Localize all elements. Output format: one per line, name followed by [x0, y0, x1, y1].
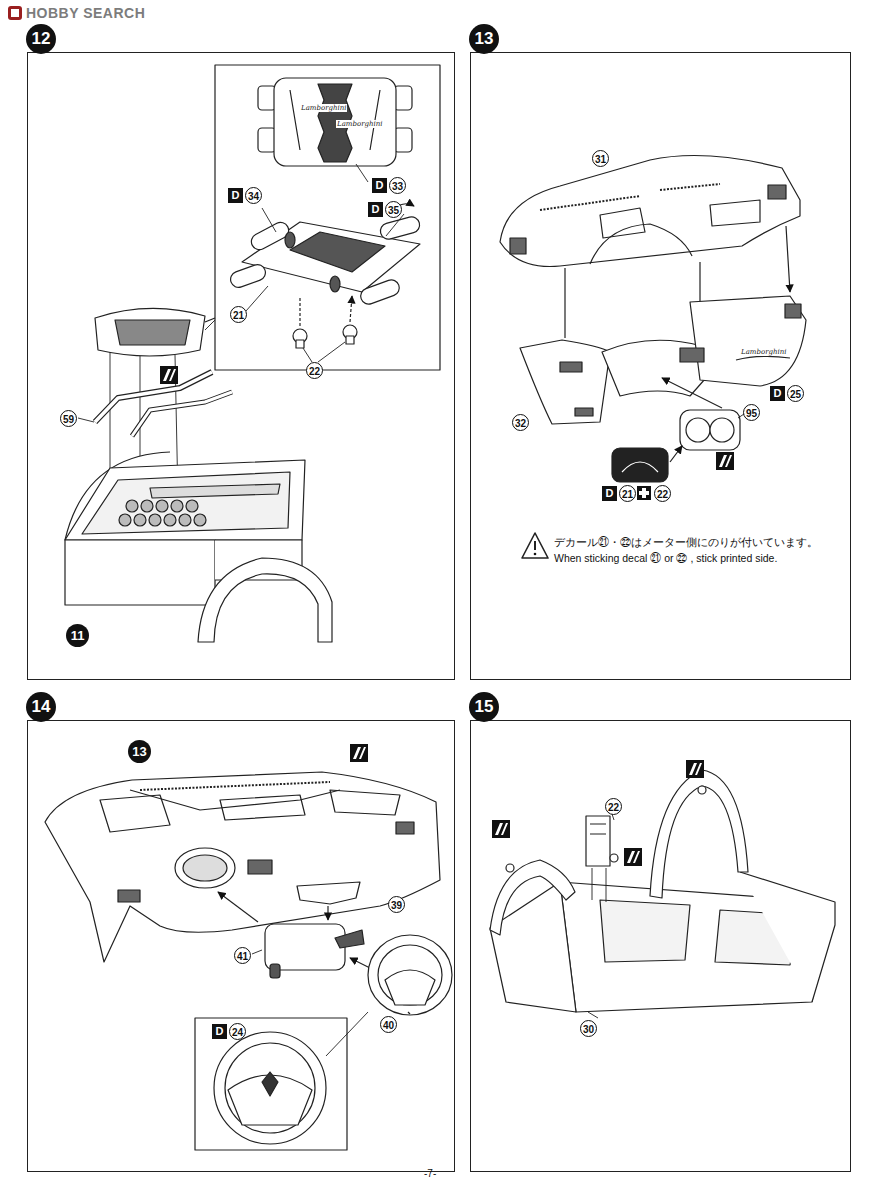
watermark: HOBBY SEARCH [26, 5, 145, 21]
decal-marker: D [368, 202, 383, 217]
decal-marker: D [770, 386, 785, 401]
callout-number: 35 [385, 201, 402, 218]
callout-number: 22 [306, 362, 323, 379]
callout-number: 24 [229, 1023, 246, 1040]
step-panel: 12 [27, 52, 455, 680]
callout-number: 22 [605, 798, 622, 815]
callout-number: 21 [230, 306, 247, 323]
decal-marker: D [212, 1024, 227, 1039]
callout-number: 59 [60, 410, 77, 427]
step-reference: 11 [66, 624, 89, 647]
watermark-logo [8, 6, 22, 20]
callout-number: 95 [743, 404, 760, 421]
step-number: 15 [469, 692, 499, 722]
callout-number: 41 [234, 947, 251, 964]
logo-text: Lamborghini [300, 104, 347, 112]
step-panel: 13 [470, 52, 851, 680]
callout-number: 34 [245, 187, 262, 204]
step-reference: 13 [128, 740, 151, 763]
page-number: -7- [424, 1168, 436, 1179]
step-number: 12 [26, 24, 56, 54]
callout-number: 21 [619, 485, 636, 502]
callout-number: 33 [389, 177, 406, 194]
step-number: 13 [469, 24, 499, 54]
step-panel: 15 [470, 720, 851, 1172]
callout-number: 30 [580, 1020, 597, 1037]
callout-number: 39 [388, 896, 405, 913]
logo-text: Lamborghini [336, 120, 383, 128]
caution-note: When sticking decal ㉑ or ㉒ , stick print… [554, 552, 777, 564]
decal-marker: D [228, 188, 243, 203]
caution-note: デカール㉑・㉒はメーター側にのりが付いています。 [554, 536, 818, 550]
callout-number: 25 [787, 385, 804, 402]
decal-marker: D [602, 486, 617, 501]
step-number: 14 [26, 692, 56, 722]
logo-text: Lamborghini [740, 348, 787, 356]
callout-number: 40 [380, 1016, 397, 1033]
callout-number: 32 [512, 414, 529, 431]
callout-number: 31 [592, 150, 609, 167]
step-panel: 14 [27, 720, 455, 1172]
callout-number: 22 [654, 485, 671, 502]
decal-marker: D [372, 178, 387, 193]
